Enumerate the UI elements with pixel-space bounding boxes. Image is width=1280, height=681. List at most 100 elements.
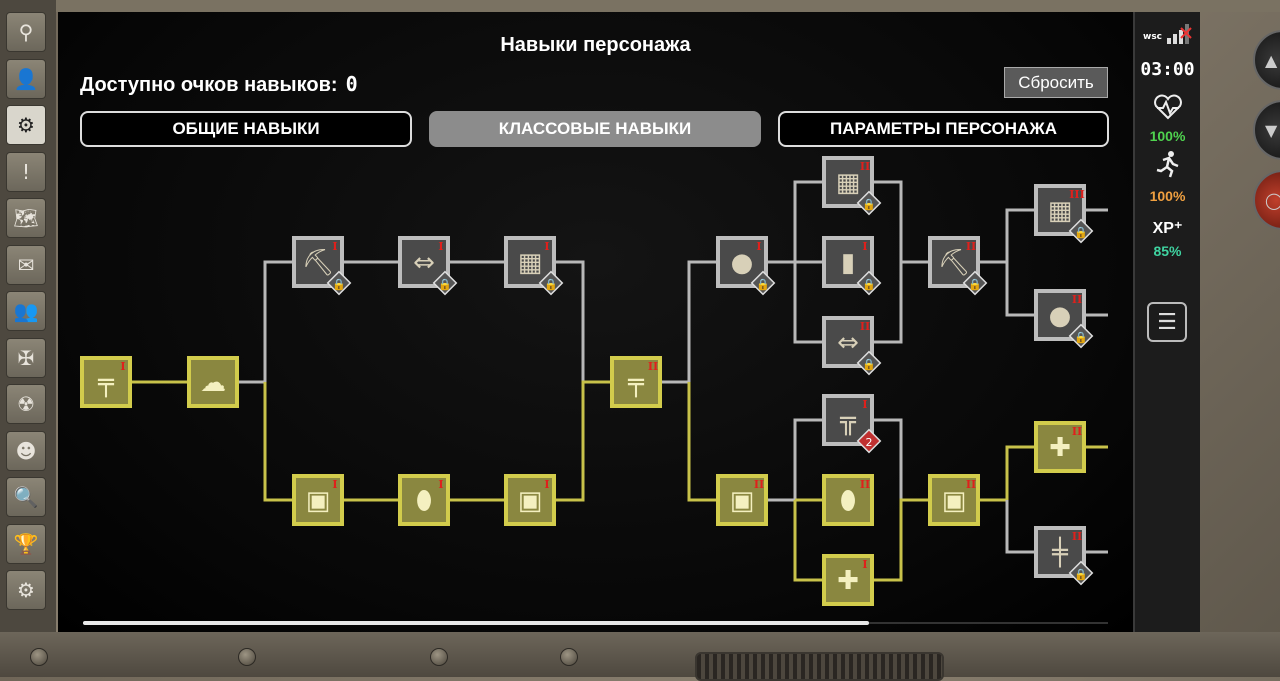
shotgun-icon: ╤ bbox=[627, 368, 644, 398]
medkit-icon: ✚ bbox=[837, 566, 859, 596]
health-value: 100% bbox=[1149, 128, 1186, 144]
map-icon: 🗺 bbox=[13, 206, 39, 230]
skill-rank: I bbox=[332, 478, 337, 491]
skill-rank: II bbox=[966, 478, 976, 491]
level-badge bbox=[856, 428, 882, 454]
wheelbarrow-icon: ⛏ bbox=[937, 248, 970, 278]
storm-cloud-icon: ☁ bbox=[200, 368, 226, 398]
sidebar-button-mail[interactable]: ✉ bbox=[6, 244, 46, 285]
armor-vest-icon: ▣ bbox=[730, 486, 755, 516]
skill-node-background bbox=[932, 478, 976, 522]
chevron-down-icon: ▼ bbox=[1265, 120, 1278, 140]
sidebar-button-soldier-search[interactable]: ⚲ bbox=[6, 12, 46, 52]
skill-node-n18[interactable]: ╦I2 bbox=[822, 394, 882, 454]
skill-rank: I bbox=[438, 478, 443, 491]
lock-icon: 🔒 bbox=[1074, 331, 1088, 344]
skill-node-n11[interactable]: ▦II🔒 bbox=[822, 156, 882, 216]
sidebar-button-skills-head-gear[interactable]: ⚙ bbox=[6, 105, 46, 145]
skill-node-n5[interactable]: ▦I🔒 bbox=[504, 236, 564, 296]
mail-icon: ✉ bbox=[17, 252, 35, 277]
reset-button[interactable]: Сбросить bbox=[1004, 67, 1108, 98]
lock-badge bbox=[538, 270, 564, 296]
armor-vest-icon: ▣ bbox=[518, 486, 543, 516]
skill-node-n8[interactable]: ▣I bbox=[504, 474, 556, 526]
lock-icon: 🔒 bbox=[968, 278, 982, 291]
tab-character-parameters[interactable]: ПАРАМЕТРЫ ПЕРСОНАЖА bbox=[778, 111, 1109, 147]
action-button[interactable]: ◯ bbox=[1253, 170, 1280, 230]
clan-emblem-icon: ✠ bbox=[17, 345, 35, 370]
skill-node-n14[interactable]: ⛏II 🔒 bbox=[928, 236, 988, 296]
up-button[interactable]: ▲ bbox=[1253, 30, 1280, 90]
soldier-search-icon: ⚲ bbox=[18, 20, 34, 44]
skill-rank: I bbox=[120, 360, 125, 373]
lock-icon: 🔒 bbox=[862, 278, 876, 291]
sidebar-button-document-search[interactable]: 🔍 bbox=[6, 477, 46, 517]
skill-node-n1[interactable]: ╤I bbox=[80, 356, 132, 408]
mask-icon: ☻ bbox=[15, 438, 37, 463]
skill-node-n4[interactable]: ⇔I🔒 bbox=[398, 236, 458, 296]
sidebar-button-clan-emblem[interactable]: ✠ bbox=[6, 337, 46, 378]
down-button[interactable]: ▼ bbox=[1253, 100, 1280, 160]
sidebar-button-radiation[interactable]: ☢ bbox=[6, 384, 46, 424]
skill-node-background bbox=[826, 240, 870, 284]
skill-rank: II bbox=[860, 320, 870, 333]
skill-node-n17[interactable]: ▣II bbox=[716, 474, 768, 526]
skill-node-background bbox=[191, 360, 235, 404]
radiation-icon: ☢ bbox=[17, 392, 35, 416]
sidebar-button-character[interactable]: 👤 bbox=[6, 58, 46, 99]
skill-node-background bbox=[508, 240, 552, 284]
skill-node-n13[interactable]: ⇔II🔒 bbox=[822, 316, 882, 376]
sidebar: ⚲ 👤 ⚙! 🗺 ✉ 👥 ✠ ☢ ☻ 🔍 🏆 ⚙ bbox=[0, 0, 56, 632]
sidebar-button-alert[interactable]: ! bbox=[6, 151, 46, 192]
frame-top bbox=[0, 0, 1280, 12]
sidebar-button-group[interactable]: 👥 bbox=[6, 291, 46, 331]
skill-rank: I bbox=[862, 558, 867, 571]
skill-node-n10[interactable]: ●I🔒 bbox=[716, 236, 776, 296]
skill-rank: II bbox=[966, 240, 976, 253]
skills-head-gear-icon: ⚙ bbox=[17, 113, 35, 137]
skill-node-n20[interactable]: ✚I bbox=[822, 554, 874, 606]
skill-node-n3[interactable]: ⛏I🔒 bbox=[292, 236, 352, 296]
sidebar-button-trophy[interactable]: 🏆 bbox=[6, 523, 46, 564]
wheelbarrow-icon: ⛏ bbox=[301, 248, 334, 278]
tab-general-skills[interactable]: ОБЩИЕ НАВЫКИ bbox=[80, 111, 412, 147]
ammo-pile-icon: ▦ bbox=[518, 248, 543, 278]
menu-button[interactable]: ☰ bbox=[1147, 302, 1187, 342]
skill-node-n19[interactable]: ⬮II bbox=[822, 474, 874, 526]
skill-rank: I bbox=[544, 240, 549, 253]
skill-node-n21[interactable]: ▣II bbox=[928, 474, 980, 526]
skill-node-n7[interactable]: ⬮I bbox=[398, 474, 450, 526]
tab-class-skills[interactable]: КЛАССОВЫЕ НАВЫКИ bbox=[429, 111, 761, 147]
lock-badge bbox=[1068, 560, 1094, 586]
skill-node-n12[interactable]: ▮I🔒 bbox=[822, 236, 882, 296]
ammo-pile-icon: ▦ bbox=[836, 168, 861, 198]
skill-node-n16[interactable]: ●II🔒 bbox=[1034, 289, 1094, 349]
page-title: Навыки персонажа bbox=[500, 34, 691, 56]
circle-icon: ◯ bbox=[1265, 190, 1280, 210]
skill-node-background bbox=[402, 240, 446, 284]
horizontal-scrollbar[interactable] bbox=[83, 621, 869, 625]
sidebar-button-mask[interactable]: ☻ bbox=[6, 430, 46, 471]
skill-node-n9[interactable]: ╤ II bbox=[610, 356, 662, 408]
wsc-label: wsc bbox=[1143, 32, 1163, 42]
character-icon: 👤 bbox=[13, 66, 39, 91]
skill-node-n6[interactable]: ▣I bbox=[292, 474, 344, 526]
skill-rank: II bbox=[1072, 425, 1082, 438]
skill-node-n2[interactable]: ☁ bbox=[187, 356, 239, 408]
skill-rank: II bbox=[648, 360, 658, 373]
skill-rank: III bbox=[1069, 188, 1084, 201]
backpack-arrows-icon: ⇔ bbox=[837, 328, 859, 358]
lock-badge bbox=[750, 270, 776, 296]
skill-rank: II bbox=[1072, 530, 1082, 543]
lock-icon: 🔒 bbox=[438, 278, 452, 291]
armor-vest-icon: ▣ bbox=[942, 486, 967, 516]
lock-icon: 🔒 bbox=[862, 198, 876, 211]
sidebar-button-settings-window[interactable]: ⚙ bbox=[6, 570, 46, 610]
lock-badge bbox=[432, 270, 458, 296]
skill-node-n22[interactable]: ✚II bbox=[1034, 421, 1086, 473]
skill-connector bbox=[848, 498, 954, 582]
skill-node-n15[interactable]: ▦III🔒 bbox=[1034, 184, 1094, 244]
sidebar-button-map[interactable]: 🗺 bbox=[6, 198, 46, 238]
skill-node-n23[interactable]: ╪II🔒 bbox=[1034, 526, 1094, 586]
shotgun-icon: ╤ bbox=[97, 368, 114, 398]
